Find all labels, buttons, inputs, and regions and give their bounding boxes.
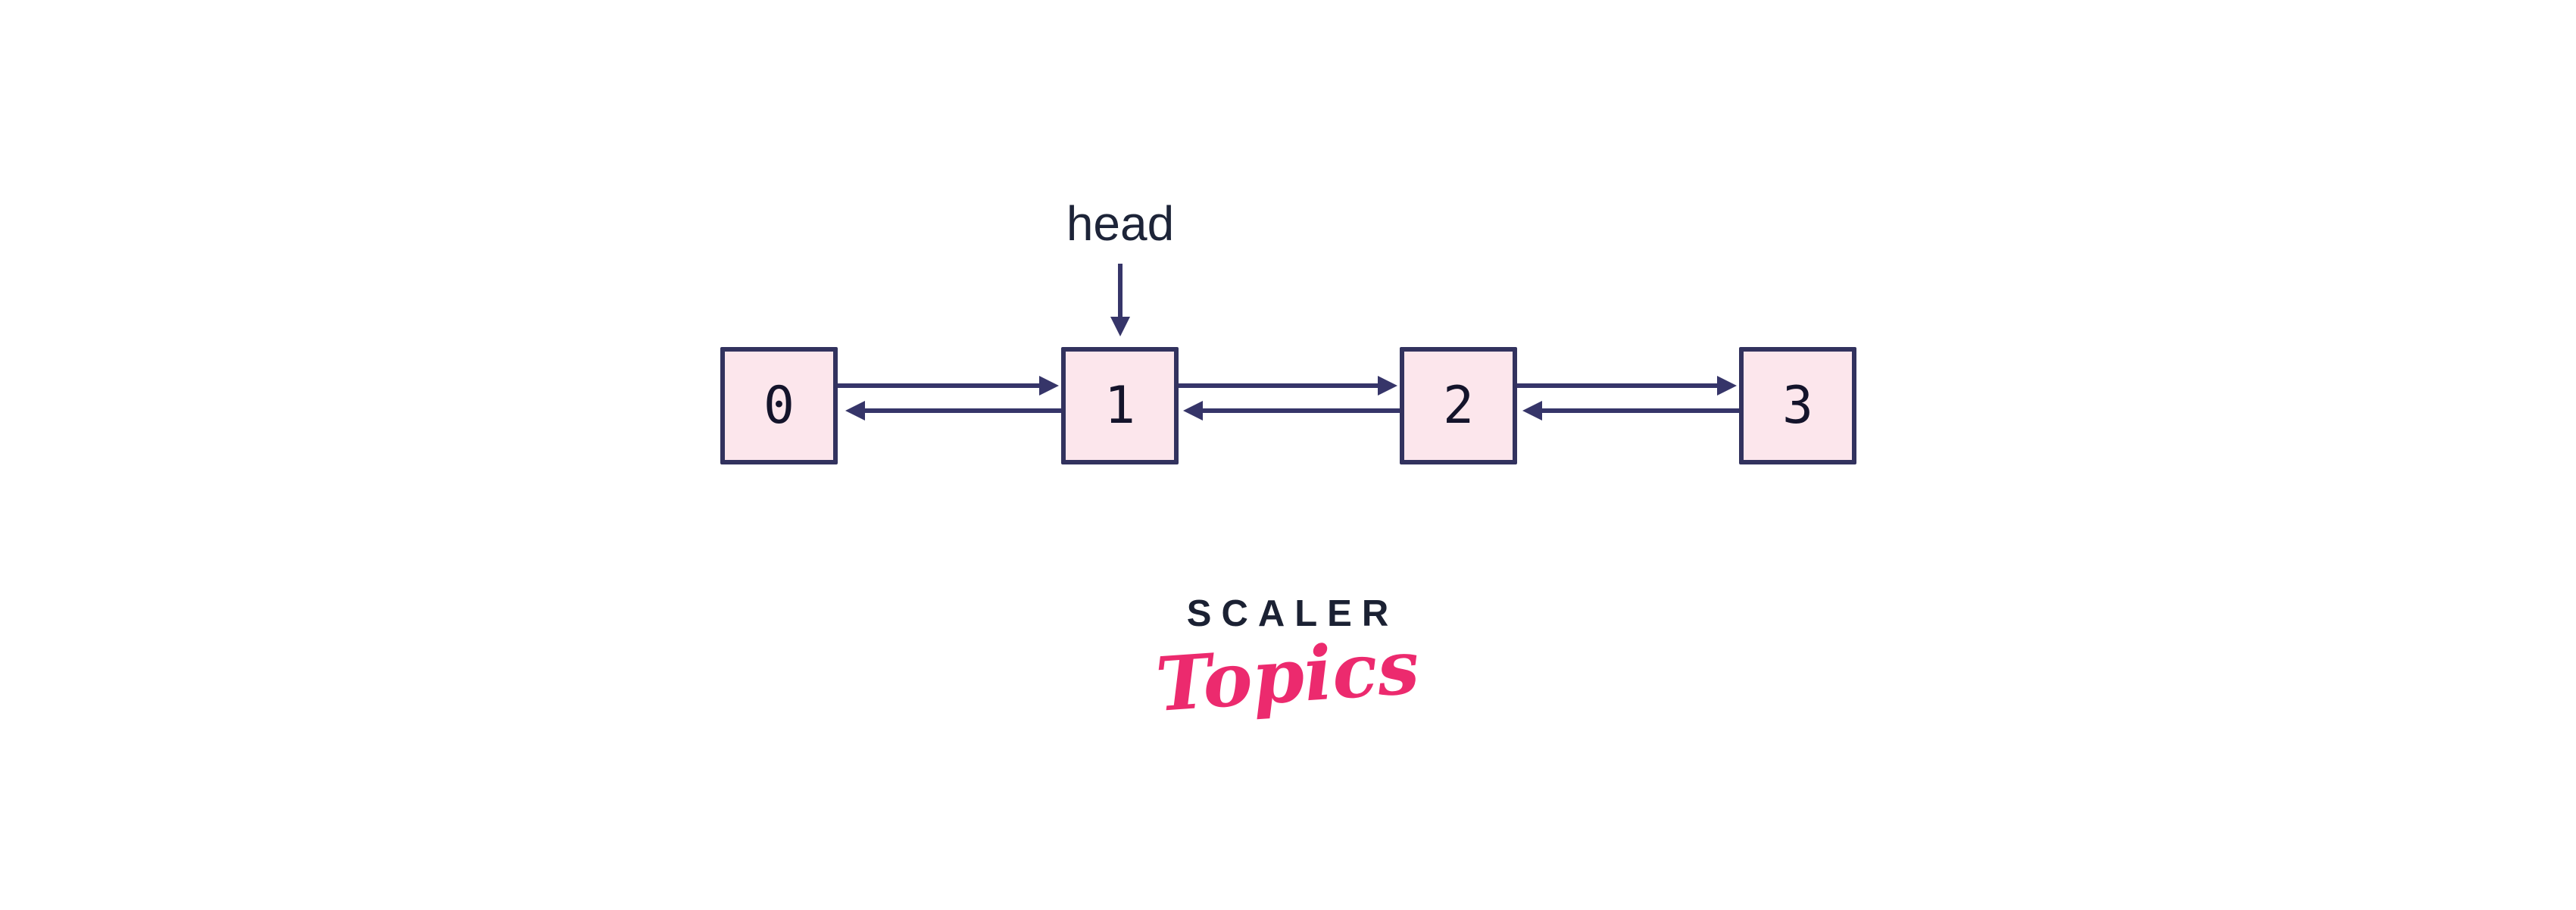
head-arrow-tip (1110, 317, 1130, 336)
node-box-3: 3 (1739, 347, 1856, 464)
logo-wordmark-topics: Topics (1153, 623, 1422, 729)
scaler-topics-logo: SCALER Topics (1154, 593, 1422, 729)
next-arrow-tip (1039, 376, 1059, 396)
prev-arrow-tip (1183, 401, 1203, 421)
next-arrow-0-1 (838, 376, 1059, 396)
node-box-1: 1 (1061, 347, 1179, 464)
prev-arrow-2-1 (1183, 401, 1400, 421)
next-arrow-2-3 (1517, 376, 1737, 396)
node-box-0: 0 (720, 347, 838, 464)
next-arrow-tip (1717, 376, 1737, 396)
next-arrow-1-2 (1179, 376, 1397, 396)
logo-wordmark-scaler: SCALER (1186, 593, 1399, 634)
node-value: 1 (1104, 375, 1135, 436)
node-value: 2 (1443, 375, 1474, 436)
head-pointer-label: head (1066, 196, 1175, 251)
prev-arrow-3-2 (1522, 401, 1739, 421)
prev-arrow-tip (845, 401, 865, 421)
head-arrow (1110, 264, 1130, 336)
prev-arrow-tip (1522, 401, 1542, 421)
prev-arrow-1-0 (845, 401, 1061, 421)
node-box-2: 2 (1400, 347, 1517, 464)
node-value: 0 (763, 375, 795, 436)
next-arrow-tip (1378, 376, 1397, 396)
node-value: 3 (1782, 375, 1813, 436)
